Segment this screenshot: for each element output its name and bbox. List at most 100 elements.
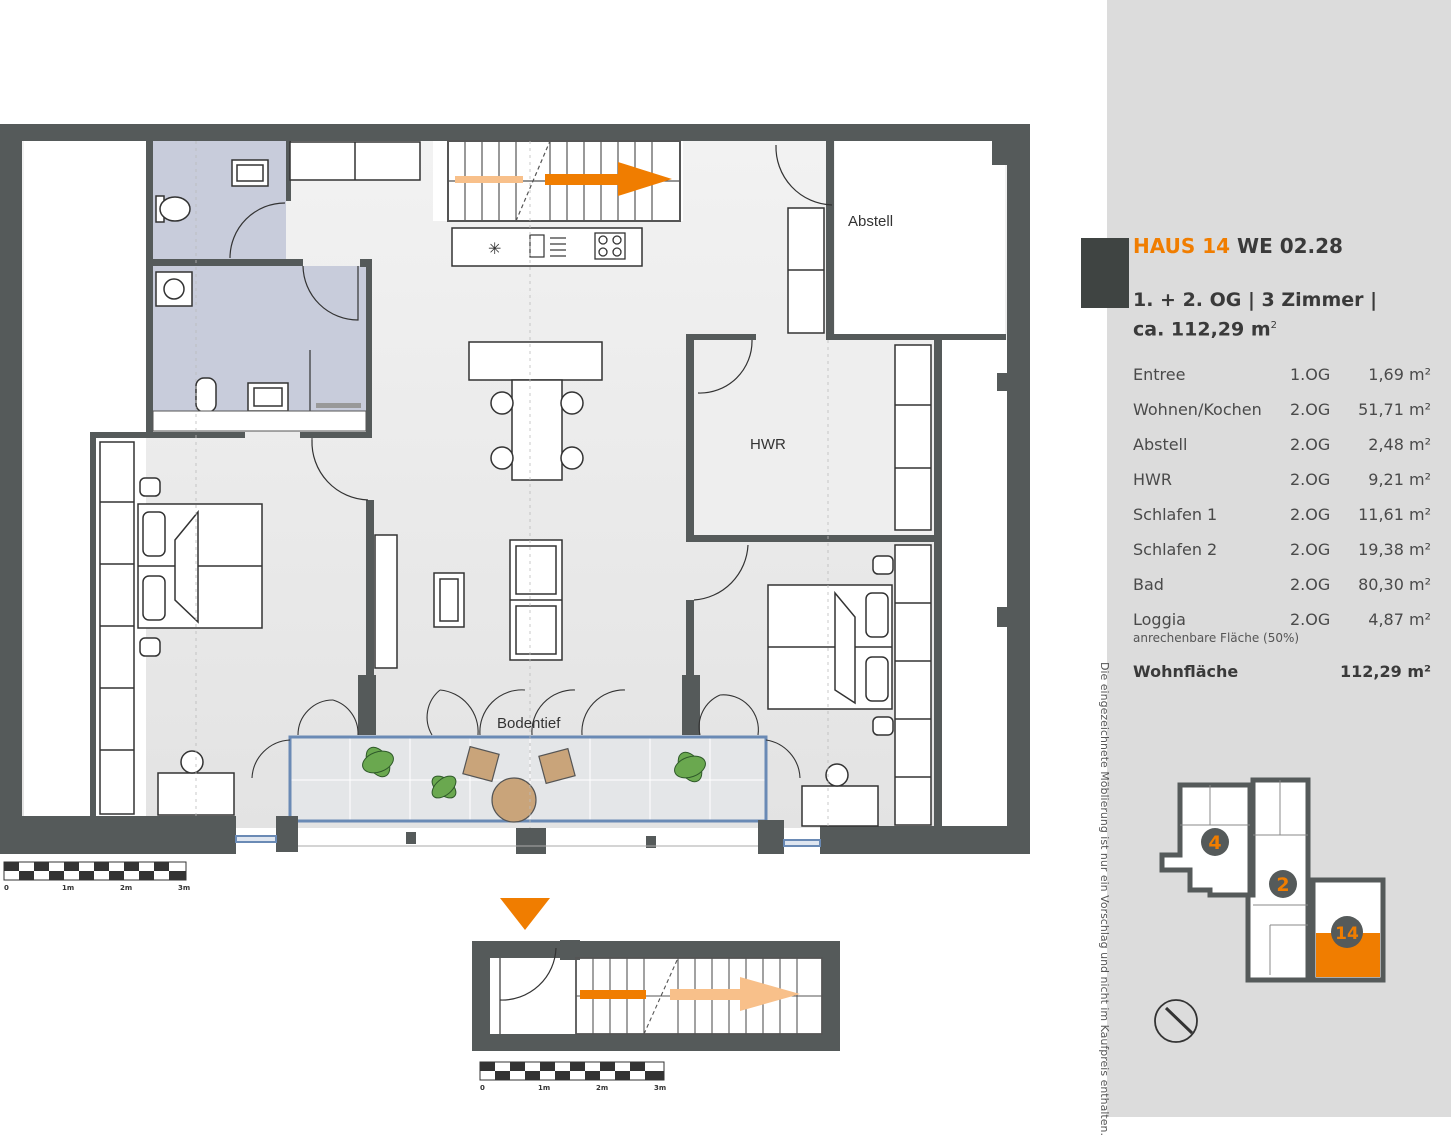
dining-set [468,341,603,481]
entry-marker-icon [500,898,550,930]
room-row: Schlafen 2 2.OG 19,38 m² [1133,540,1433,562]
room-name: Entree [1133,365,1186,384]
badge-4: 4 [1208,832,1221,854]
room-name: HWR [1133,470,1172,489]
room-area: 9,21 m² [1368,470,1431,489]
room-name: Wohnen/Kochen [1133,400,1262,419]
wardrobe-top [289,141,421,181]
plant-icons [362,746,706,799]
room-row: Wohnen/Kochen 2.OG 51,71 m² [1133,400,1433,422]
room-name: Bad [1133,575,1164,594]
room-floor: 2.OG [1290,540,1331,559]
wc-door [229,202,286,259]
abstell-door [775,144,833,206]
unit-marker [1081,238,1129,308]
stair-arrow-faded [455,176,523,183]
bath-fixtures [155,271,289,413]
room-name: Loggia [1133,610,1186,629]
inner-walls [90,141,1006,830]
room-row: Schlafen 1 2.OG 11,61 m² [1133,505,1433,527]
lower-stair-arrow-faded [670,977,800,1011]
loggia-furniture [462,745,576,823]
total-label: Wohnfläche [1133,662,1239,681]
disclaimer: Die eingezeichnete Möblierung ist nur ei… [1098,662,1111,1136]
room-area: 51,71 m² [1358,400,1431,419]
label-abstell: Abstell [848,213,893,230]
scale2-label-0: 0 [480,1084,485,1092]
cooktop-icon [594,232,626,260]
loggia-note: anrechenbare Fläche (50%) [1133,631,1300,645]
stair-arrow-up [545,162,672,196]
living-furniture [374,534,563,669]
abstell-room [835,141,1005,334]
room-row: Loggia 2.OG 4,87 m² [1133,610,1433,632]
room-floor: 2.OG [1290,435,1331,454]
scale-label-3: 3m [178,884,190,892]
total-row: Wohnfläche 112,29 m² [1133,662,1433,681]
keyplan-inner-lines [1180,780,1308,975]
scale-label-1: 1m [62,884,74,892]
floors-rooms: 1. + 2. OG | 3 Zimmer | [1133,289,1378,311]
scale-bar-lower: 0 1m 2m 3m [479,1061,666,1092]
badge-14: 14 [1335,924,1359,944]
haus-label: HAUS 14 [1133,234,1231,258]
wc-fixtures [155,159,269,223]
scale2-label-3: 3m [654,1084,666,1092]
room-area: 11,61 m² [1358,505,1431,524]
scale-bar-main: 0 1m 2m 3m [3,861,190,892]
total-area-headline: ca. 112,29 m2 [1133,313,1433,342]
scale2-label-2: 2m [596,1084,608,1092]
total-value: 112,29 m² [1340,662,1431,681]
unit-subtitle: 1. + 2. OG | 3 Zimmer | ca. 112,29 m2 [1133,288,1433,342]
room-area: 80,30 m² [1358,575,1431,594]
room-row: Abstell 2.OG 2,48 m² [1133,435,1433,457]
room-area: 19,38 m² [1358,540,1431,559]
room-area: 4,87 m² [1368,610,1431,629]
living-door-left [311,439,369,501]
bedroom2-door [693,544,749,601]
compass-icon [1154,999,1198,1043]
window-strips [235,835,821,847]
axis-lines [195,141,829,828]
room-area: 1,69 m² [1368,365,1431,384]
bedroom2-furniture [767,207,932,827]
room-row: HWR 2.OG 9,21 m² [1133,470,1433,492]
room-name: Abstell [1133,435,1188,454]
room-row: Bad 2.OG 80,30 m² [1133,575,1433,597]
lower-stair [472,940,840,1051]
lower-stair-arrow [580,990,646,999]
room-name: Schlafen 1 [1133,505,1218,524]
fridge-icon: ✳ [488,239,501,258]
hwr-door [697,339,753,394]
shower-drain [316,403,361,408]
room-floor: 2.OG [1290,400,1331,419]
room-area: 2,48 m² [1368,435,1431,454]
hwr-room [694,340,934,535]
room-floor: 2.OG [1290,505,1331,524]
outer-walls [0,124,1030,854]
scale2-label-1: 1m [538,1084,550,1092]
loggia-doors [251,689,801,779]
area-unit-sup: 2 [1270,320,1278,331]
kitchen-counter [451,227,643,267]
room-floor: 2.OG [1290,575,1331,594]
scale-label-0: 0 [4,884,9,892]
room-floor: 2.OG [1290,470,1331,489]
bath-door [302,265,359,321]
room-row: Entree 1.OG 1,69 m² [1133,365,1433,387]
right-shaft [942,340,1008,828]
room-floor: 1.OG [1290,365,1331,384]
unit-title: HAUS 14 WE 02.28 [1133,234,1343,258]
loggia-railing [288,735,768,823]
floor-plan: ✳ [0,124,1030,1092]
keyplan-badges: 4 2 14 [1201,828,1363,948]
scale-label-2: 2m [120,884,132,892]
room-floor: 2.OG [1290,610,1331,629]
room-name: Schlafen 2 [1133,540,1218,559]
label-hwr: HWR [750,436,786,453]
bath-bottom [152,410,367,432]
area-value: ca. 112,29 m [1133,318,1271,341]
label-bodentief: Bodentief [497,715,561,732]
unit-label: WE 02.28 [1237,234,1343,258]
key-plan: 4 2 14 [1154,777,1386,1043]
